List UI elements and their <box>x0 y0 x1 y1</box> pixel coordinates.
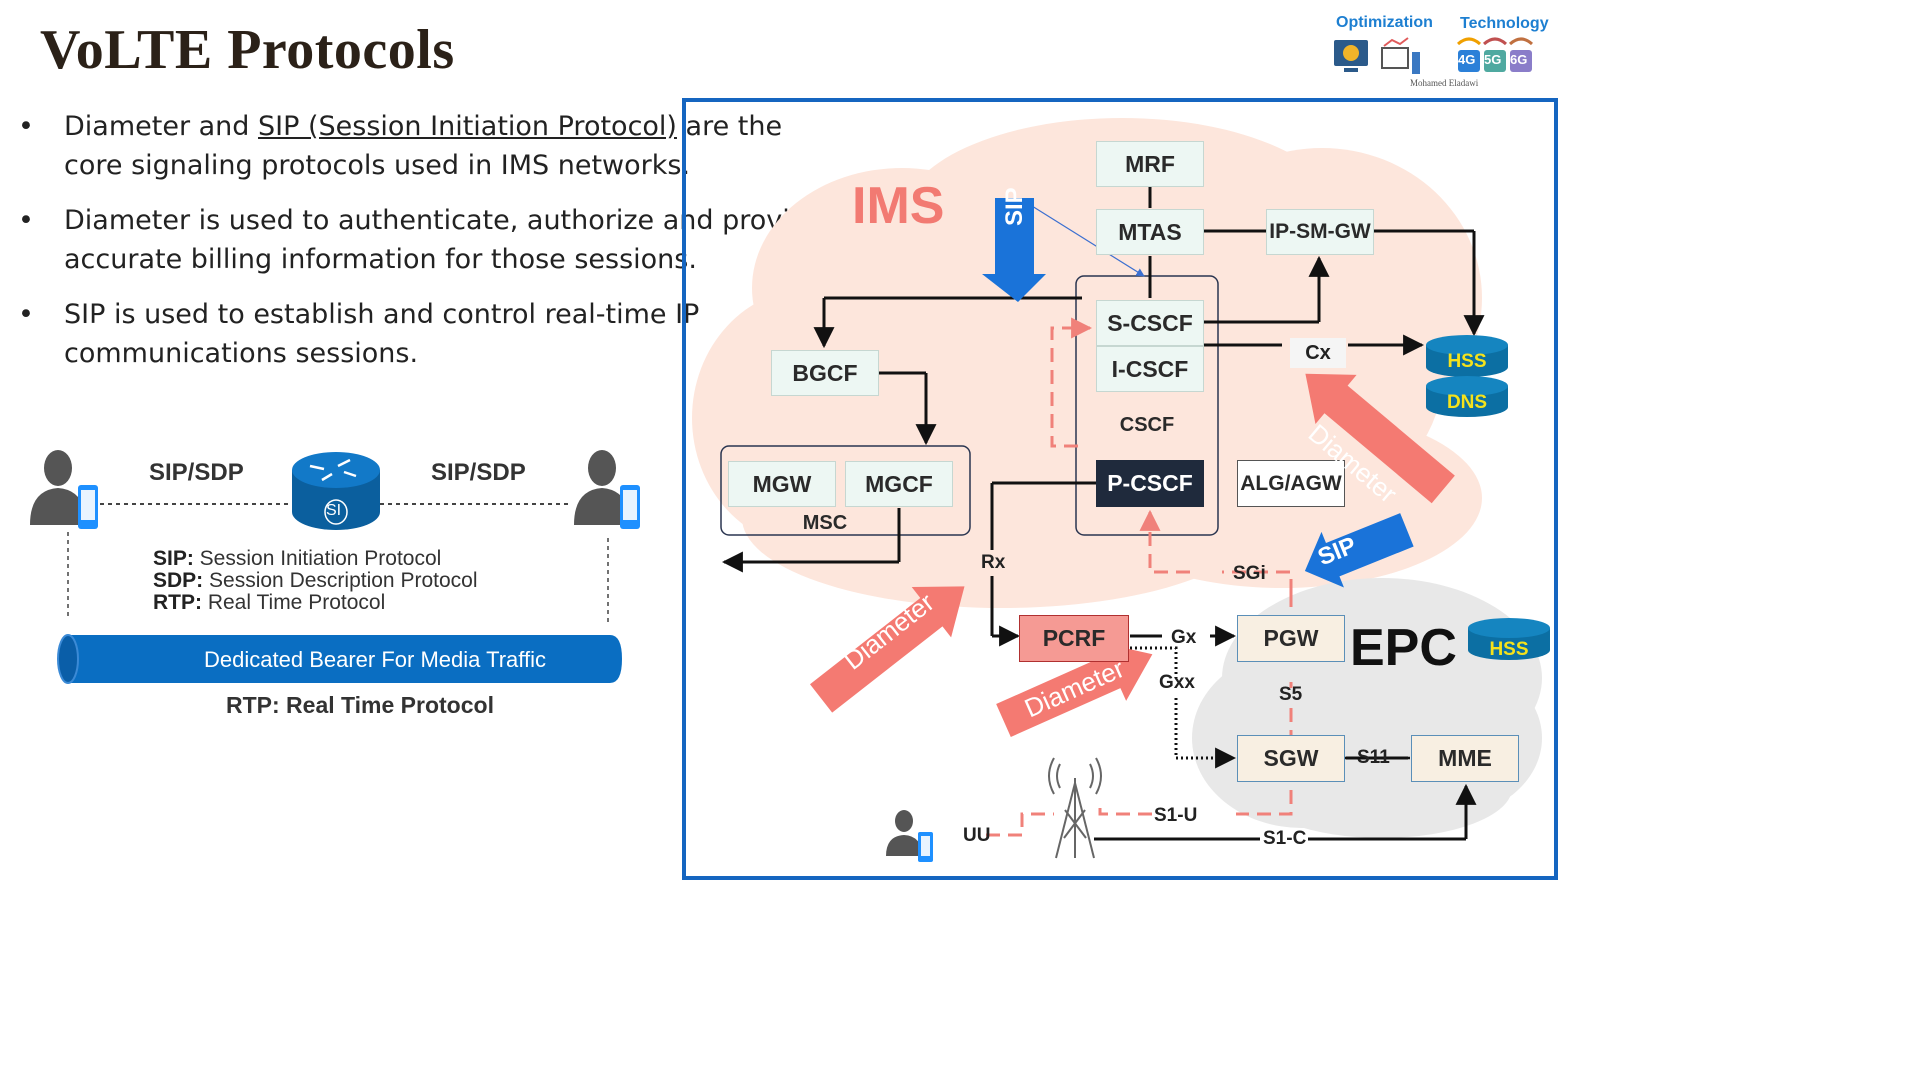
bullet-dot: • <box>18 205 34 236</box>
gx-interface-label: Gx <box>1171 627 1197 648</box>
s5-interface-label: S5 <box>1279 684 1303 705</box>
bullet-dot: • <box>18 299 34 330</box>
legend-sip: SIP: Session Initiation Protocol <box>153 547 442 570</box>
bullet-text: are the core signaling protocols used in… <box>64 111 783 181</box>
bullet-text: Diameter and <box>64 111 259 142</box>
s11-interface-label: S11 <box>1357 747 1390 768</box>
logo-icons <box>1334 37 1534 74</box>
bgcf-node[interactable]: BGCF <box>771 350 879 396</box>
mtas-node[interactable]: MTAS <box>1096 209 1204 255</box>
bullet-item-3: • SIP is used to establish and control r… <box>18 295 818 375</box>
ipsmgw-node[interactable]: IP-SM-GW <box>1266 209 1374 255</box>
diameter-arrow-right <box>1305 373 1455 504</box>
cscf-label: CSCF <box>1119 413 1175 436</box>
logo-author: Mohamed Eladawi <box>1410 78 1479 88</box>
logo-optimization: Optimization <box>1336 14 1433 31</box>
pcrf-node[interactable]: PCRF <box>1019 615 1129 662</box>
gen-4g: 4G <box>1458 52 1476 67</box>
sip-arrow-label: SIP <box>1001 187 1028 226</box>
msc-container <box>720 445 971 536</box>
bullet-item-2: • Diameter is used to authenticate, auth… <box>18 201 824 281</box>
legend-sdp: SDP: Session Description Protocol <box>153 569 478 592</box>
bearer-label: Dedicated Bearer For Media Traffic <box>204 647 546 672</box>
user-left-icon <box>30 450 98 529</box>
wifi-5g-icon <box>1482 37 1508 72</box>
icscf-node[interactable]: I-CSCF <box>1096 346 1204 392</box>
bullet-text: SIP is used to establish and control rea… <box>64 299 700 369</box>
wifi-6g-icon <box>1508 37 1534 72</box>
sip-flow-diagram <box>30 450 640 684</box>
mgcf-node[interactable]: MGCF <box>845 461 953 507</box>
cscf-container <box>1075 275 1219 536</box>
sgi-interface-label: SGi <box>1233 563 1266 584</box>
server-label: SI <box>326 502 342 519</box>
epc-label: EPC <box>1350 619 1457 677</box>
gxx-interface-label: Gxx <box>1159 672 1195 693</box>
scscf-node[interactable]: S-CSCF <box>1096 300 1204 346</box>
rtp-caption: RTP: Real Time Protocol <box>226 692 494 718</box>
rx-interface-label: Rx <box>981 552 1006 573</box>
mrf-node[interactable]: MRF <box>1096 141 1204 187</box>
hss-epc-label: HSS <box>1489 639 1529 660</box>
analytics-icon <box>1381 37 1420 74</box>
msc-label: MSC <box>802 511 848 534</box>
gen-6g: 6G <box>1510 52 1528 67</box>
dns-cylinder <box>1426 376 1508 417</box>
pgw-node[interactable]: PGW <box>1237 615 1345 662</box>
sgw-node[interactable]: SGW <box>1237 735 1345 782</box>
hss-label: HSS <box>1447 351 1487 372</box>
bullet-item-1: • Diameter and SIP (Session Initiation P… <box>18 107 818 187</box>
bearer-tube <box>57 634 622 684</box>
sip-arrow-epc <box>1304 513 1414 588</box>
sip-link[interactable]: SIP (Session Initiation Protocol) <box>258 111 677 142</box>
diagram-frame <box>682 98 1558 880</box>
sip-sdp-right-label: SIP/SDP <box>431 459 526 486</box>
page-title: VoLTE Protocols <box>40 19 455 81</box>
dns-label: DNS <box>1446 392 1488 413</box>
hss-cylinder <box>1426 335 1508 377</box>
sip-arrow-down <box>982 198 1046 302</box>
cell-tower-icon <box>1048 757 1102 859</box>
diameter-arrow-left <box>809 586 965 713</box>
s1u-interface-label: S1-U <box>1154 805 1198 826</box>
sip-server-icon <box>292 452 380 530</box>
monitor-icon <box>1334 40 1368 72</box>
ims-label: IMS <box>852 177 945 235</box>
mgw-node[interactable]: MGW <box>728 461 836 507</box>
sip-sdp-left-label: SIP/SDP <box>149 459 244 486</box>
logo-technology: Technology <box>1460 15 1549 32</box>
mme-node[interactable]: MME <box>1411 735 1519 782</box>
ue-user-icon <box>886 810 933 862</box>
bullet-dot: • <box>18 111 34 142</box>
legend-rtp: RTP: Real Time Protocol <box>153 591 386 614</box>
gen-5g: 5G <box>1484 52 1502 67</box>
diameter-arrow-mid <box>996 642 1153 737</box>
bullet-text: Diameter is used to authenticate, author… <box>64 205 824 275</box>
pcscf-node[interactable]: P-CSCF <box>1096 460 1204 507</box>
s1c-interface-label: S1-C <box>1263 828 1307 849</box>
cx-interface-label: Cx <box>1290 338 1346 368</box>
hss-epc-cylinder <box>1468 618 1550 660</box>
wifi-4g-icon <box>1456 37 1482 72</box>
user-right-icon <box>574 450 640 529</box>
alg-agw-node[interactable]: ALG/AGW <box>1237 460 1345 507</box>
uu-interface-label: UU <box>963 825 991 846</box>
